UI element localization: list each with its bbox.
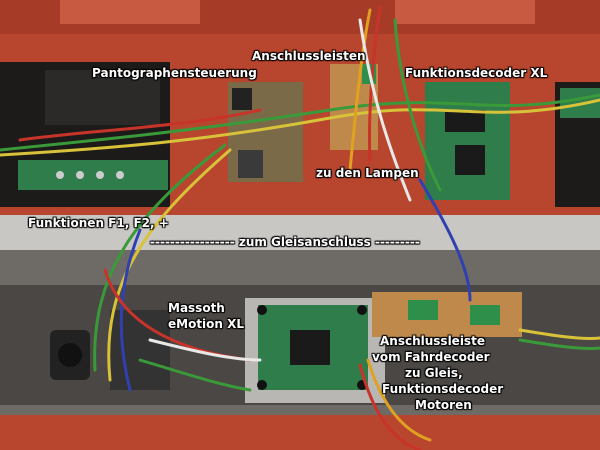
label-to-lamps: zu den Lampen [316,166,419,180]
label-strip-1: Anschlussleiste [380,334,485,348]
function-board-left [18,160,168,190]
label-function-decoder: Funktionsdecoder XL [405,66,548,80]
wiring [0,6,600,450]
label-pantograph-control: Pantographensteuerung [92,66,257,80]
label-strip-2: vom Fahrdecoder [372,350,490,364]
label-massoth-2: eMotion XL [168,317,245,331]
label-strip-4: Funktionsdecoder [382,382,504,396]
label-strip-5: Motoren [415,398,472,412]
middle-silver-strip [0,215,600,250]
label-massoth-1: Massoth [168,301,225,315]
label-functions: Funktionen F1, F2, + [28,216,169,230]
label-connector-strips: Anschlussleisten [252,49,366,63]
label-track-connection: ----------------- zum Gleisanschluss ---… [150,235,420,249]
label-strip-3: zu Gleis, [405,366,463,380]
